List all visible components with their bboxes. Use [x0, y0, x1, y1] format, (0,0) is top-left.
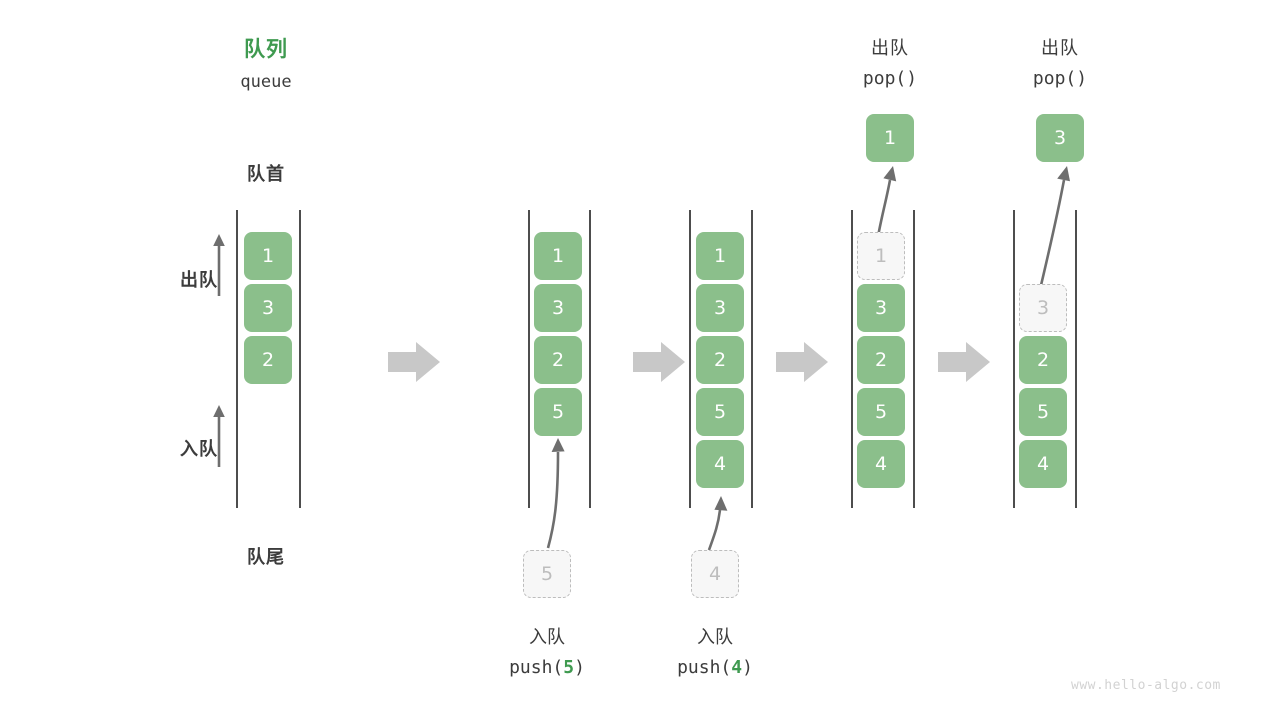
push-argument: 5 [563, 657, 575, 678]
queue-rail-right [589, 210, 591, 508]
enqueue-side-label: 入队 [180, 439, 218, 460]
incoming-element-ghost: 5 [523, 550, 571, 598]
transition-arrow-icon [938, 342, 990, 382]
queue-cell: 3 [696, 284, 744, 332]
column-caption-cn: 出队 [871, 38, 909, 59]
pop-arrow-icon [1036, 166, 1070, 299]
queue-cell: 2 [857, 336, 905, 384]
queue-rail-left [236, 210, 238, 508]
queue-cell: 1 [534, 232, 582, 280]
front-label: 队首 [247, 164, 285, 185]
queue-cell: 3 [244, 284, 292, 332]
dequeue-side-label: 出队 [180, 270, 218, 291]
queue-rail-right [299, 210, 301, 508]
transition-arrow-icon [633, 342, 685, 382]
push-argument: 4 [731, 657, 743, 678]
popped-element: 3 [1036, 114, 1084, 162]
column-caption-cn: 出队 [1041, 38, 1079, 59]
queue-cell: 5 [1019, 388, 1067, 436]
diagram-title-cn: 队列 [244, 37, 288, 61]
column-caption-cn: 入队 [529, 627, 565, 648]
queue-cell: 3 [857, 284, 905, 332]
incoming-element-ghost: 4 [691, 550, 739, 598]
queue-cell-new: 4 [696, 440, 744, 488]
queue-rail-left [528, 210, 530, 508]
transition-arrow-icon [388, 342, 440, 382]
queue-cell: 2 [244, 336, 292, 384]
queue-cell-new: 5 [534, 388, 582, 436]
queue-cell: 2 [1019, 336, 1067, 384]
dequeue-direction-arrow-icon [213, 234, 225, 296]
popped-element: 1 [866, 114, 914, 162]
queue-cell: 1 [696, 232, 744, 280]
queue-rail-right [751, 210, 753, 508]
column-caption-code: push(5) [509, 657, 585, 678]
queue-rail-left [1013, 210, 1015, 508]
queue-cell: 4 [1019, 440, 1067, 488]
push-arrow-icon [546, 438, 565, 549]
queue-rail-right [1075, 210, 1077, 508]
enqueue-direction-arrow-icon [213, 405, 225, 467]
queue-cell: 3 [534, 284, 582, 332]
column-caption-code: pop() [1032, 68, 1088, 89]
transition-arrow-icon [776, 342, 828, 382]
queue-rail-left [689, 210, 691, 508]
watermark: www.hello-algo.com [1071, 678, 1221, 693]
queue-cell: 5 [857, 388, 905, 436]
removed-element-ghost: 1 [857, 232, 905, 280]
rear-label: 队尾 [247, 547, 285, 568]
queue-cell: 1 [244, 232, 292, 280]
removed-element-ghost: 3 [1019, 284, 1067, 332]
queue-cell: 5 [696, 388, 744, 436]
column-caption-code: push(4) [677, 657, 753, 678]
queue-cell: 2 [534, 336, 582, 384]
queue-rail-right [913, 210, 915, 508]
queue-cell: 4 [857, 440, 905, 488]
column-caption-cn: 入队 [697, 627, 733, 648]
column-caption-code: pop() [862, 68, 918, 89]
queue-rail-left [851, 210, 853, 508]
diagram-title-en: queue [240, 72, 292, 92]
queue-cell: 2 [696, 336, 744, 384]
push-arrow-icon [707, 496, 728, 551]
